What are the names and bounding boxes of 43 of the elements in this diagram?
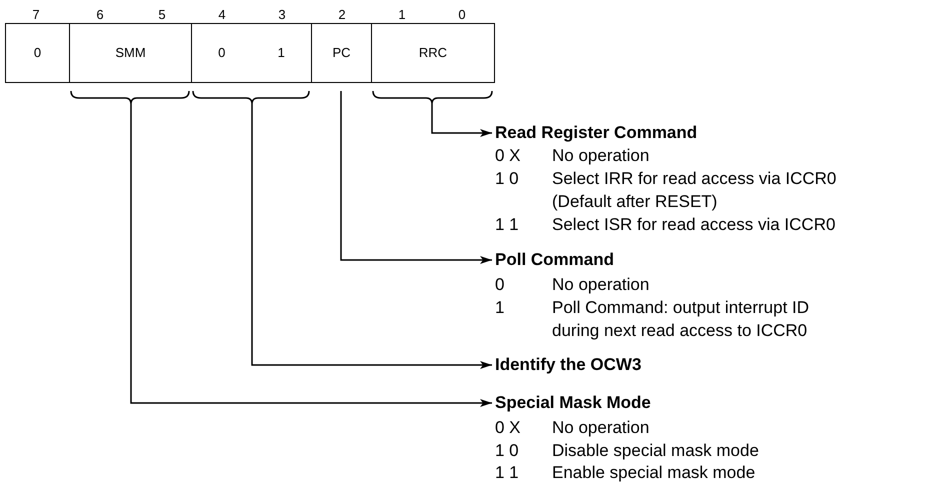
field-value: 0 (217, 44, 226, 62)
arrow (130, 104, 492, 407)
field-value: 0 (32, 44, 42, 62)
register-field (371, 23, 495, 83)
section-heading: Special Mask Mode (495, 392, 651, 414)
description-text: No operation (552, 144, 650, 166)
bit-code: 1 0 (495, 168, 519, 190)
section-heading: Identify the OCW3 (495, 354, 642, 376)
register-field (191, 23, 312, 83)
description-text: Enable special mask mode (552, 462, 756, 483)
bit-code: 1 1 (495, 214, 519, 236)
bit-code: 1 0 (495, 440, 519, 462)
bit-number: 7 (31, 6, 41, 24)
register-field (69, 23, 192, 83)
arrow (431, 104, 492, 137)
section-heading: Poll Command (495, 249, 614, 271)
description-text: No operation (552, 416, 650, 438)
bit-code: 1 (495, 296, 504, 318)
bit-number: 4 (217, 6, 227, 24)
bit-number: 3 (277, 6, 287, 24)
bit-code: 0 X (495, 416, 521, 438)
bit-code: 0 X (495, 144, 521, 166)
description-text: Select IRR for read access via ICCR0 (Default after RESET) (552, 168, 838, 212)
field-value: SMM (114, 44, 147, 62)
field-value: 1 (276, 44, 286, 62)
description-text: No operation (552, 274, 650, 296)
description-text: Poll Command: output interrupt ID during next read access to ICCR0 (552, 296, 810, 342)
bit-number: 1 (397, 6, 407, 24)
bit-code: 1 1 (495, 462, 519, 483)
section-heading: Read Register Command (495, 122, 698, 144)
field-value: RRC (418, 44, 448, 62)
arrow (251, 104, 492, 369)
description-text: Select ISR for read access via ICCR0 (552, 214, 836, 236)
bit-number: 5 (157, 6, 167, 24)
bit-number: 0 (457, 6, 467, 24)
field-value: PC (331, 44, 352, 62)
arrow (340, 91, 492, 264)
register-field (5, 23, 70, 83)
bit-code: 0 (495, 274, 504, 296)
register-field (311, 23, 372, 83)
bit-number: 6 (95, 6, 105, 24)
bit-number: 2 (337, 6, 347, 24)
description-text: Disable special mask mode (552, 440, 760, 462)
